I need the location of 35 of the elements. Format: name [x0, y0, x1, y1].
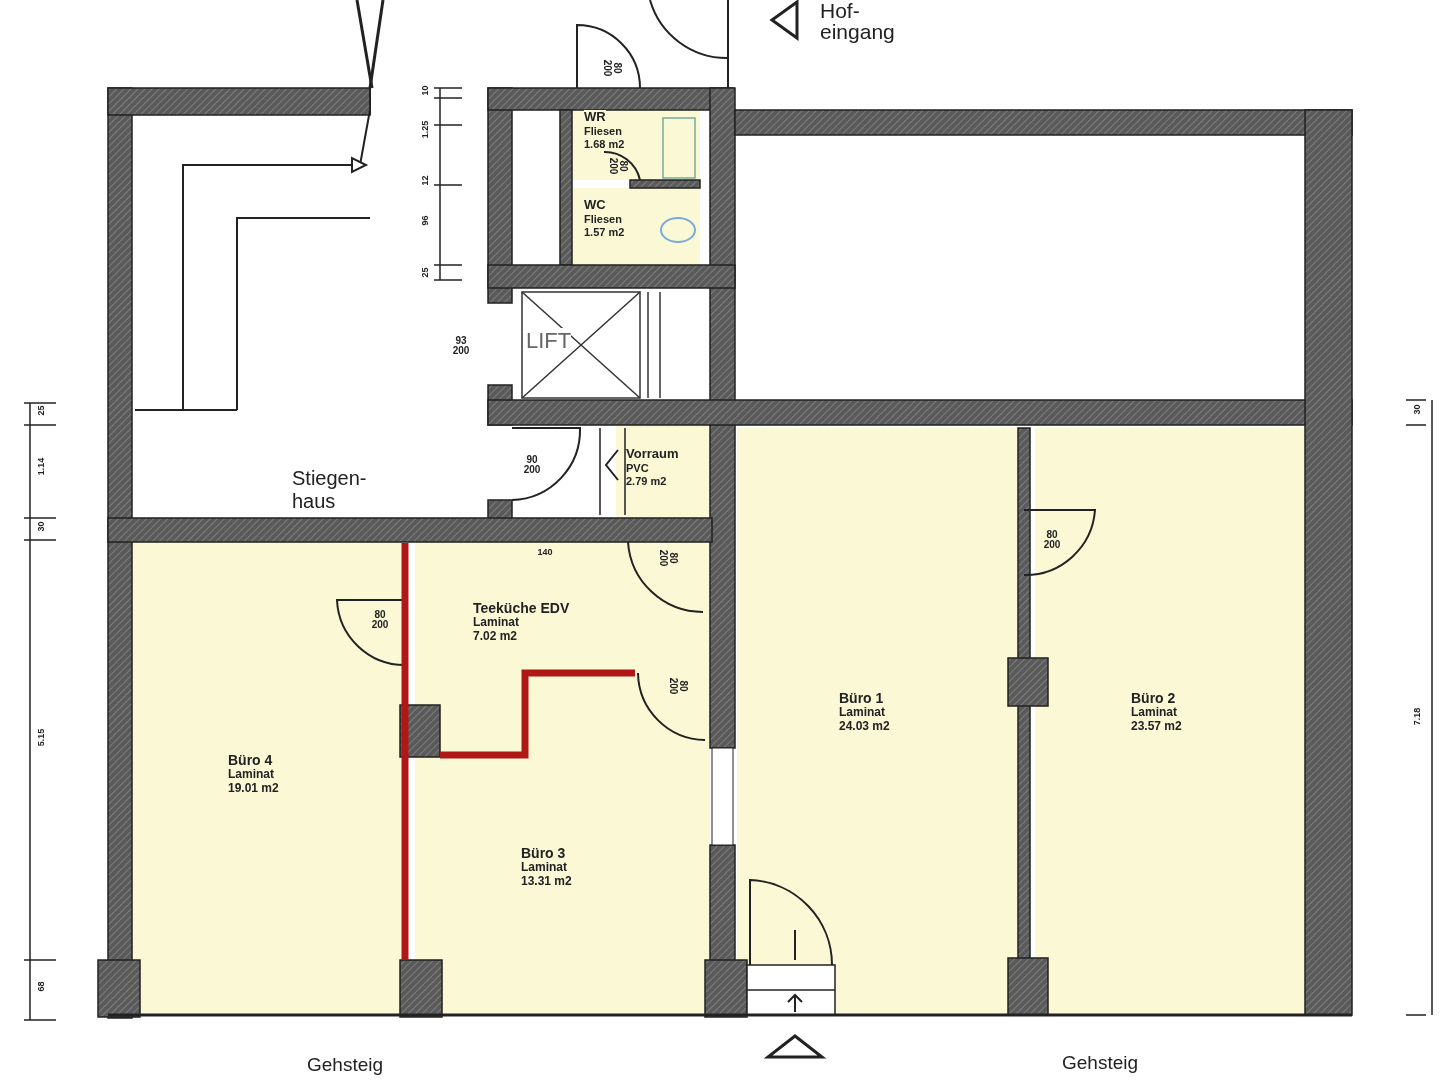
dimension-label: 96: [420, 214, 430, 228]
door-size-label: 80 200: [608, 156, 628, 177]
dimension-label: 25: [36, 404, 46, 418]
dimension-label: 5.15: [36, 727, 46, 749]
floor-material: Fliesen: [584, 212, 622, 226]
door-size-label: 80 200: [602, 58, 622, 79]
door-size-label: 80 200: [668, 676, 688, 697]
room-floor: [616, 425, 710, 518]
dimension-label: 1.25: [420, 119, 430, 141]
dimension-label: 30: [36, 520, 46, 534]
dimension-label: 30: [1412, 403, 1422, 417]
room-floor: [737, 428, 1018, 1015]
room-floor: [132, 542, 402, 1015]
street-label: Gehsteig: [1060, 1053, 1139, 1072]
dimension-label: 1.14: [36, 456, 46, 478]
floor-material: Fliesen: [584, 124, 622, 138]
door-size-label: 80 200: [1042, 530, 1062, 550]
room-floor: [415, 673, 710, 1015]
dimension-label: 25: [420, 266, 430, 280]
dimension-label: 68: [36, 980, 46, 994]
room-floor: [415, 542, 710, 673]
room-floor: [572, 110, 700, 180]
door-size-label: 80 200: [370, 610, 390, 630]
dimension-label: 10: [420, 84, 430, 98]
door-size-label: 93 200: [451, 336, 471, 356]
entrance-label: Hof- eingang: [820, 0, 896, 42]
dimension-label: 7.18: [1412, 706, 1422, 728]
door-size-label: 80 200: [658, 548, 678, 569]
dimension-label: 12: [420, 174, 430, 188]
dimension-label: 140: [536, 548, 554, 557]
room-floor: [1035, 428, 1305, 1015]
door-size-label: 90 200: [522, 455, 542, 475]
room-floor: [572, 188, 700, 265]
room-area: 2.79 m2: [626, 474, 667, 488]
street-label: Gehsteig: [305, 1055, 384, 1074]
